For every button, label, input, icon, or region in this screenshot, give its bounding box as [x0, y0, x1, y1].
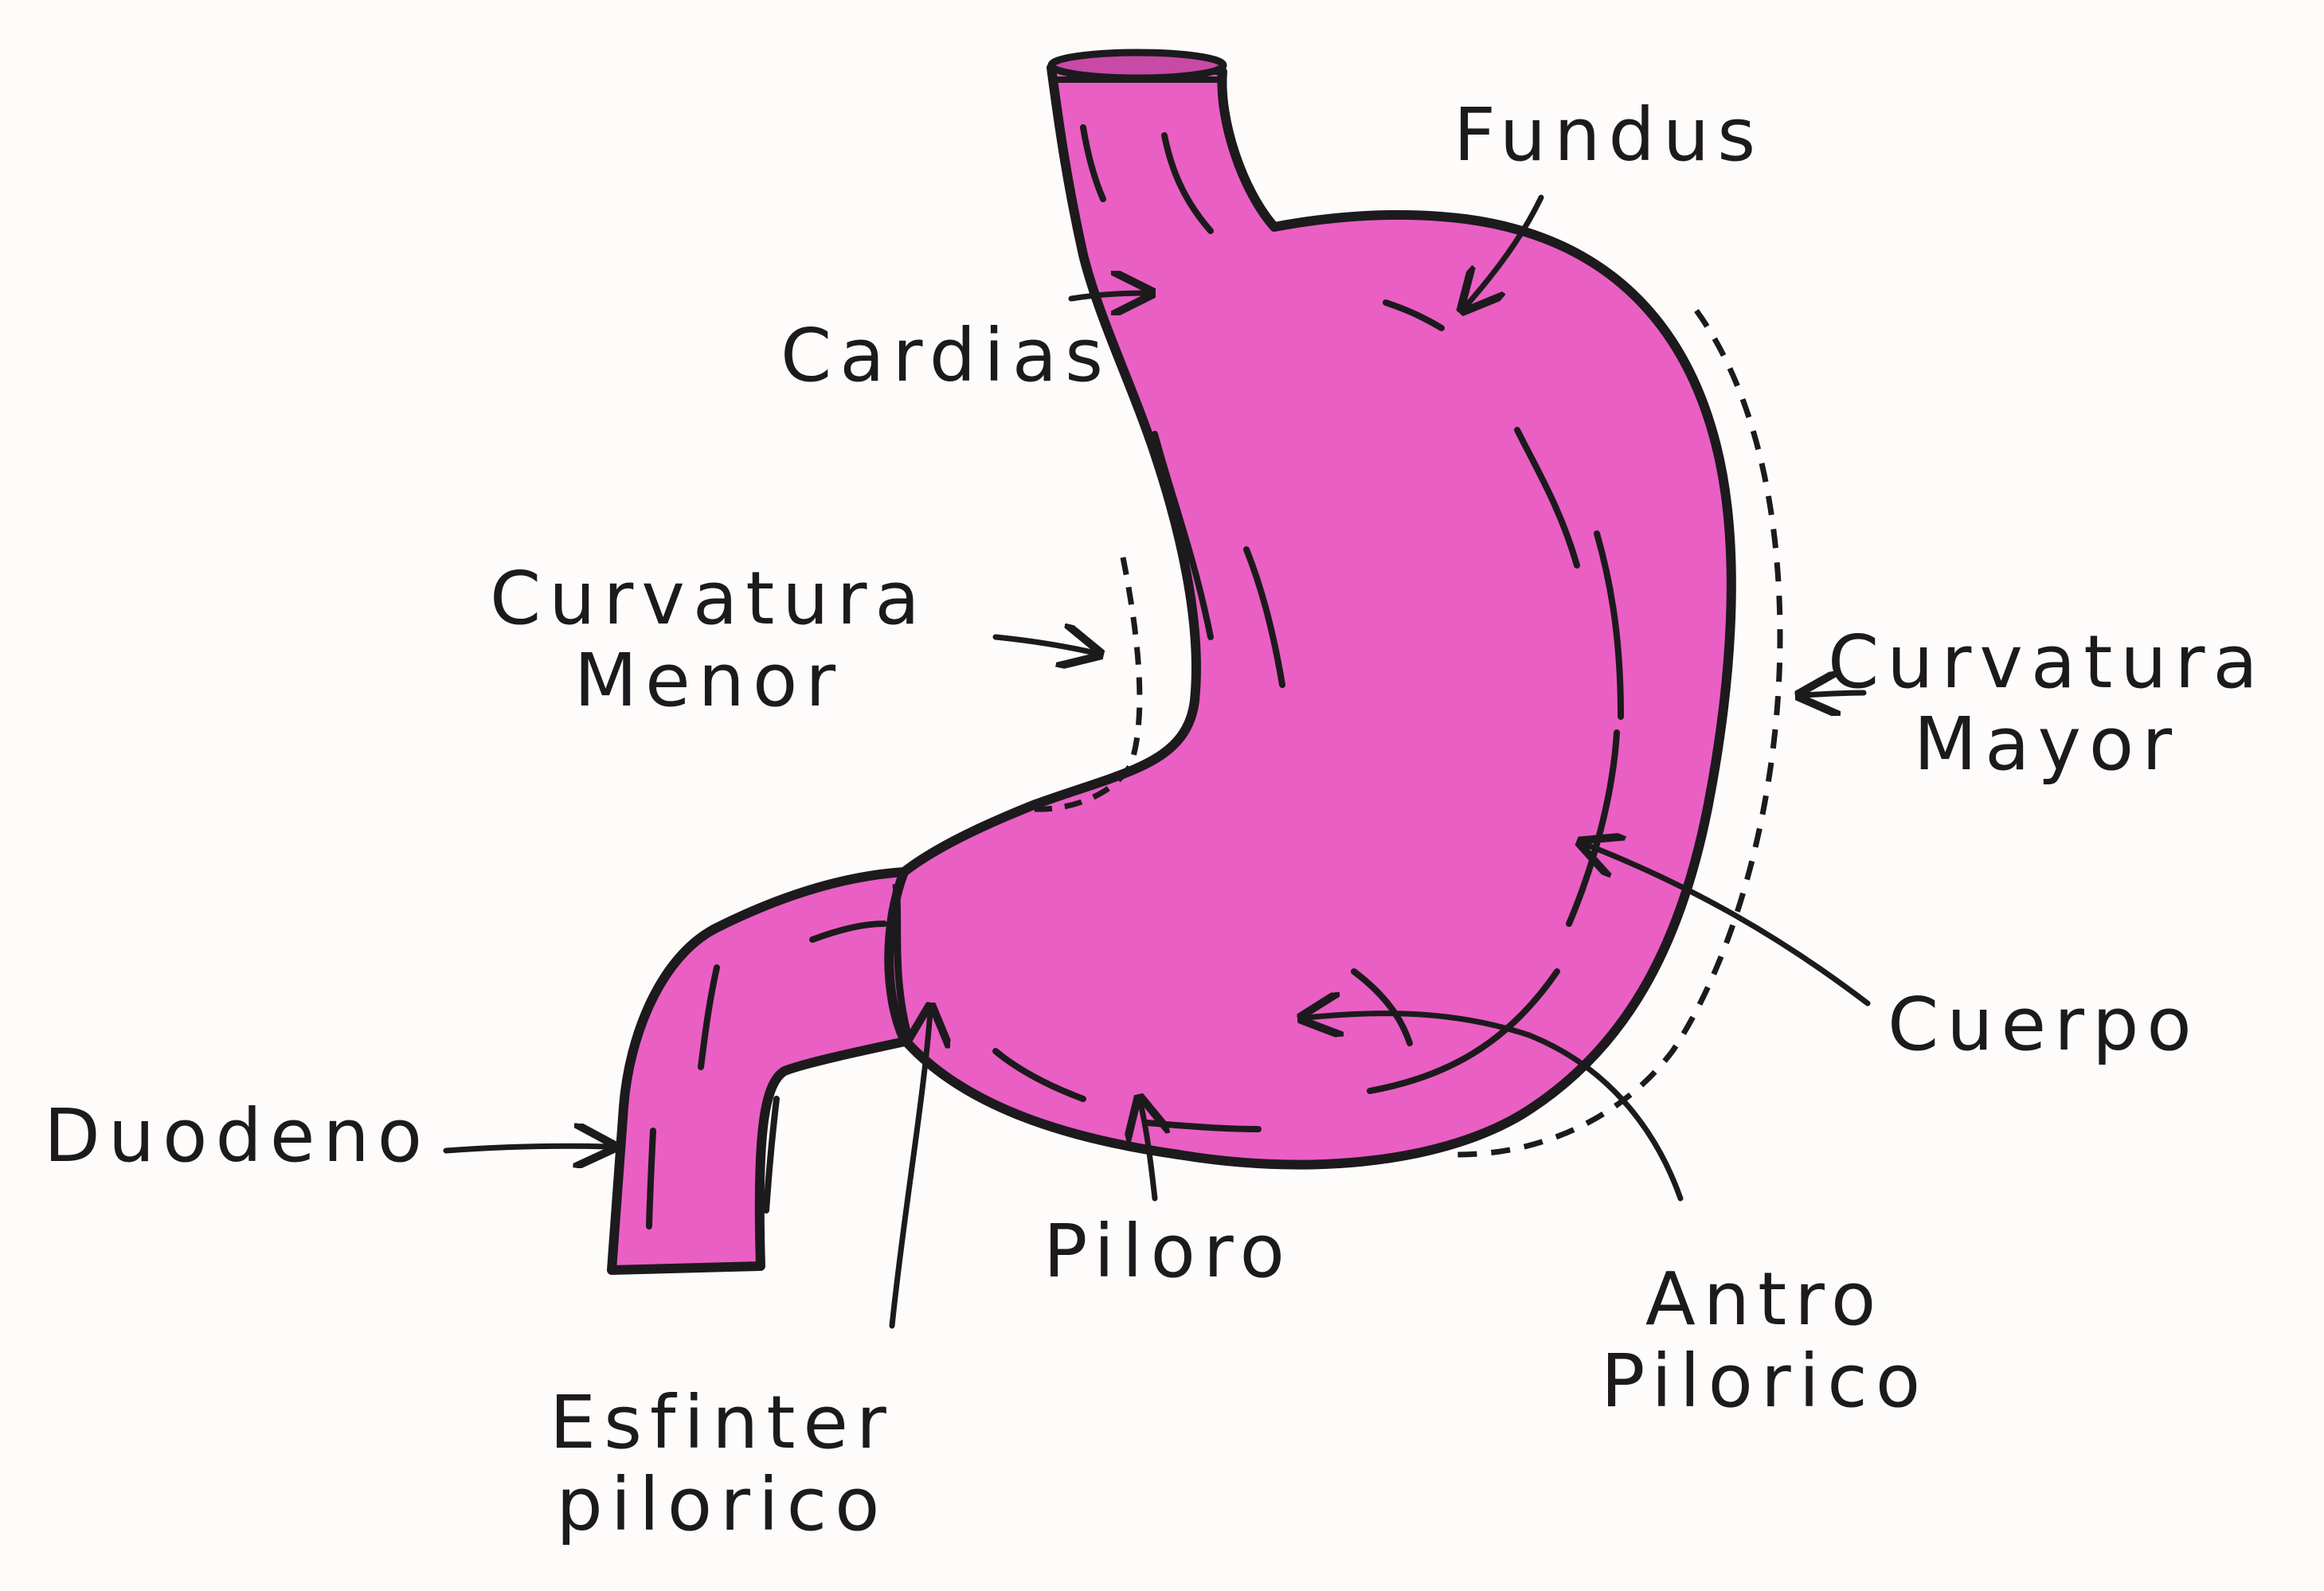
- curvatura-menor-label: Curvatura Menor: [490, 557, 928, 721]
- esfinter-line1: Esfinter: [550, 1382, 894, 1464]
- antro-pilorico-label: Antro Pilorico: [1601, 1258, 1928, 1422]
- fundus-label-text: Fundus: [1453, 94, 1763, 176]
- curvatura-mayor-line2: Mayor: [1828, 703, 2266, 785]
- cardias-label: Cardias: [781, 315, 1111, 397]
- antro-line2: Pilorico: [1601, 1340, 1928, 1422]
- cuerpo-label-text: Cuerpo: [1888, 983, 2200, 1065]
- antro-line1: Antro: [1601, 1258, 1928, 1340]
- curvatura-menor-line2: Menor: [490, 639, 928, 721]
- esophagus-opening: [1051, 53, 1223, 78]
- cardias-label-text: Cardias: [781, 315, 1111, 397]
- esfinter-line2: pilorico: [550, 1464, 894, 1546]
- curvatura-mayor-label: Curvatura Mayor: [1828, 621, 2266, 785]
- duodeno-label-text: Duodeno: [44, 1095, 430, 1177]
- curvatura-menor-line1: Curvatura: [490, 557, 928, 639]
- curvatura-mayor-line1: Curvatura: [1828, 621, 2266, 703]
- fundus-label: Fundus: [1453, 94, 1763, 176]
- piloro-label-text: Piloro: [1043, 1210, 1293, 1292]
- esfinter-pilorico-label: Esfinter pilorico: [550, 1382, 894, 1546]
- duodeno-label: Duodeno: [44, 1095, 430, 1177]
- piloro-label: Piloro: [1043, 1210, 1293, 1292]
- cuerpo-label: Cuerpo: [1888, 983, 2200, 1065]
